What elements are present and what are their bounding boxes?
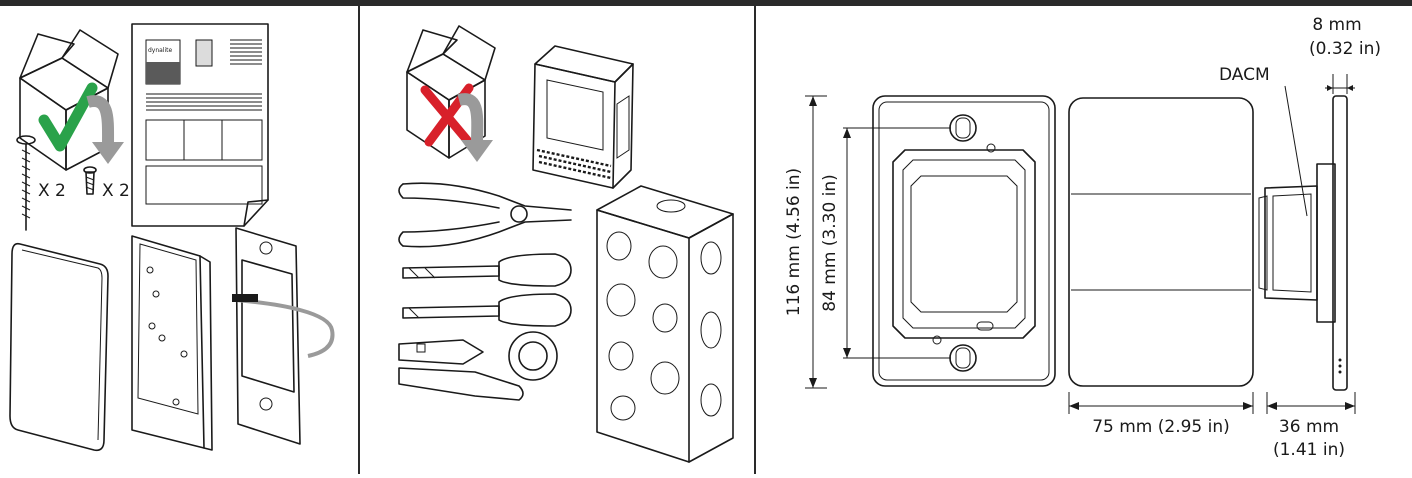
height-total-dimension	[805, 95, 827, 389]
height-total-label: 116 mm (4.56 in)	[784, 168, 804, 316]
dimensions-panel: 116 mm (4.56 in) 84 mm (3.30 in) 75 mm (…	[755, 0, 1412, 474]
module-label: DACM	[1219, 65, 1270, 85]
cover-plate-icon	[9, 242, 109, 452]
height-mounting-dimension	[843, 127, 951, 359]
tools-illustration	[398, 25, 734, 463]
arrow-down-icon	[86, 95, 124, 164]
faceplate-label-line1: 8 mm	[1312, 15, 1361, 35]
front-view-mounting-plate	[872, 95, 1056, 387]
screwdriver-flat-icon	[402, 253, 572, 287]
faceplate-dimension	[1325, 74, 1355, 94]
divider-1	[358, 0, 360, 474]
arrow-down-icon	[457, 93, 493, 162]
width-label: 75 mm (2.95 in)	[1092, 417, 1230, 437]
tools-required-panel	[359, 0, 754, 474]
screwdriver-phillips-icon	[402, 293, 572, 327]
front-view-cover	[1068, 97, 1254, 387]
mounting-plate-icon	[232, 227, 335, 445]
width-dimension	[1068, 392, 1254, 414]
faceplate-label-line2: (0.32 in)	[1309, 39, 1381, 59]
top-border	[0, 0, 1412, 6]
package-contents-panel: X 2 X 2 dynalite	[0, 0, 358, 474]
short-screw-icon	[83, 166, 97, 195]
pliers-icon	[398, 182, 572, 248]
short-screw-count: X 2	[102, 181, 130, 201]
side-view	[1258, 95, 1348, 391]
leaflet-brand: dynalite	[148, 47, 173, 54]
check-icon	[38, 82, 98, 152]
height-mounting-label: 84 mm (3.30 in)	[820, 174, 840, 312]
dimensions-drawing: 116 mm (4.56 in) 84 mm (3.30 in) 75 mm (…	[784, 15, 1381, 460]
module-icon	[532, 45, 634, 189]
long-screw-icon	[16, 135, 36, 231]
long-screw-count: X 2	[38, 181, 66, 201]
depth-label-line2: (1.41 in)	[1273, 440, 1345, 460]
open-box-icon	[406, 25, 496, 159]
wire-stripper-icon	[398, 331, 558, 401]
instruction-leaflet-icon: dynalite	[131, 23, 269, 227]
divider-2	[754, 0, 756, 474]
mechanism-icon	[131, 235, 213, 451]
package-contents-illustration: X 2 X 2 dynalite	[9, 23, 335, 452]
depth-dimension	[1266, 392, 1356, 414]
module-leader-line	[1284, 85, 1308, 217]
depth-label-line1: 36 mm	[1279, 417, 1339, 437]
electrical-box-icon	[596, 185, 734, 463]
